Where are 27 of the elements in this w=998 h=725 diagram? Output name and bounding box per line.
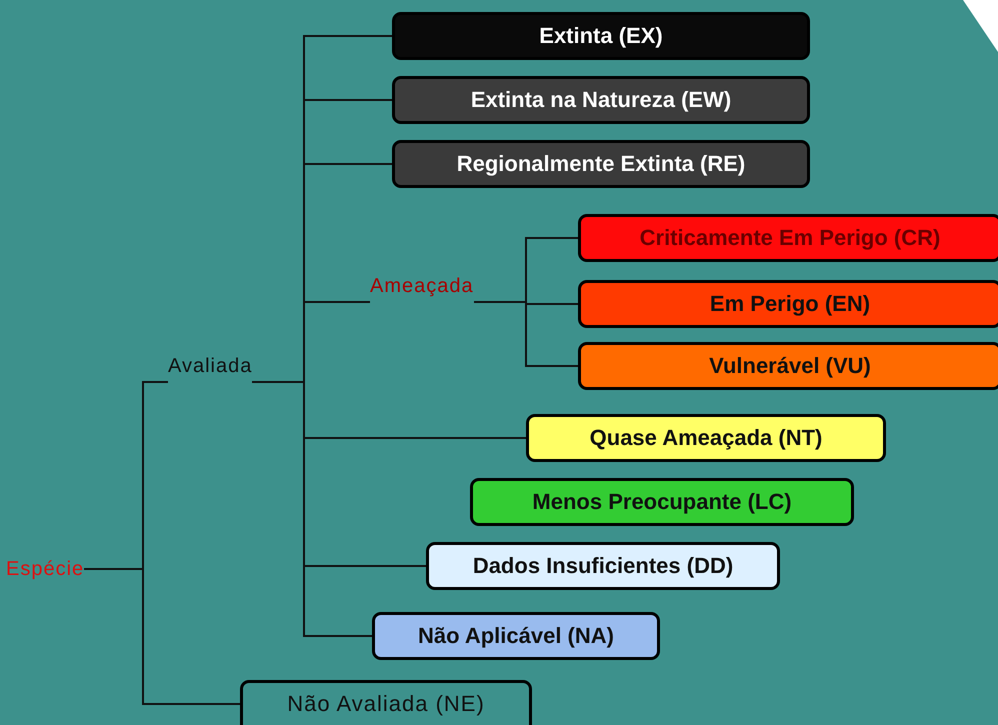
category-box bbox=[470, 478, 854, 526]
category-label: Dados Insuficientes (DD) bbox=[472, 553, 734, 579]
category-label: Extinta (EX) bbox=[539, 23, 663, 49]
category-box bbox=[426, 542, 780, 590]
category-label: Regionalmente Extinta (RE) bbox=[456, 151, 746, 177]
branch-label: Espécie bbox=[6, 556, 84, 582]
category-label: Menos Preocupante (LC) bbox=[532, 489, 792, 515]
connector-line bbox=[252, 381, 372, 637]
branch-label: Ameaçada bbox=[370, 270, 474, 302]
category-box bbox=[392, 12, 810, 60]
category-box bbox=[392, 140, 810, 188]
branch-label: Avaliada bbox=[168, 350, 252, 382]
category-label: Criticamente Em Perigo (CR) bbox=[640, 225, 940, 251]
category-box bbox=[578, 214, 998, 262]
category-label: Vulnerável (VU) bbox=[709, 353, 871, 379]
category-label: Não Aplicável (NA) bbox=[418, 623, 614, 649]
category-box bbox=[526, 414, 886, 462]
category-box bbox=[240, 680, 532, 725]
category-label: Em Perigo (EN) bbox=[710, 291, 870, 317]
category-box bbox=[372, 612, 660, 660]
category-box bbox=[578, 280, 998, 328]
connector-line bbox=[84, 568, 240, 705]
category-box bbox=[392, 76, 810, 124]
category-label: Extinta na Natureza (EW) bbox=[470, 87, 732, 113]
category-label: Não Avaliada (NE) bbox=[287, 691, 485, 717]
category-label: Quase Ameaçada (NT) bbox=[590, 425, 822, 451]
category-box bbox=[578, 342, 998, 390]
